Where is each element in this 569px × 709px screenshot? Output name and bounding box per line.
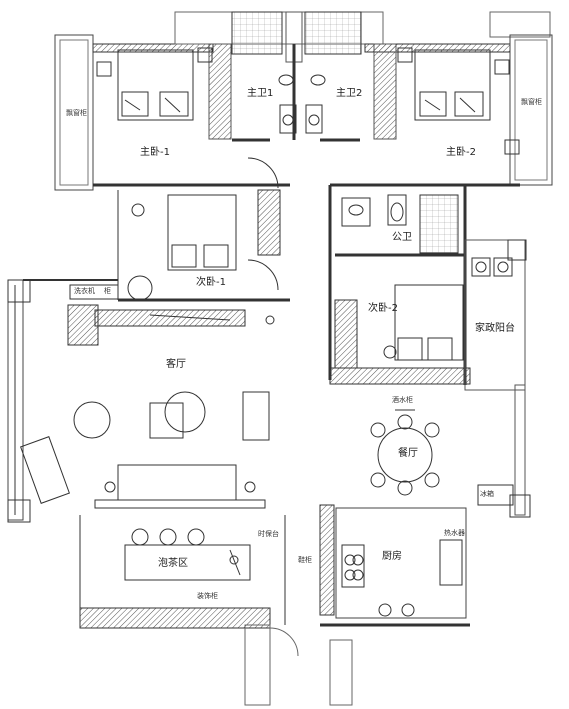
label-shoe-cabinet: 鞋柜 [298, 556, 312, 564]
label-wine-cabinet: 酒水柜 [392, 396, 413, 404]
label-household-balcony: 家政阳台 [475, 323, 515, 334]
living-furniture [20, 391, 270, 509]
second-bedroom-1-block [117, 157, 290, 302]
label-master-bath-1: 主卫1 [247, 88, 274, 99]
label-bay-window-right: 飘窗柜 [521, 98, 542, 106]
living-walls [7, 279, 531, 523]
label-second-bedroom-2: 次卧-2 [368, 303, 398, 314]
label-master-bath-2: 主卫2 [336, 88, 363, 99]
bed-master-2 [397, 47, 520, 155]
label-cabinet-small: 柜 [104, 287, 111, 295]
label-fridge: 冰箱 [480, 490, 494, 498]
label-washer: 洗衣机 [74, 287, 95, 295]
lower-area [79, 504, 470, 706]
label-kitchen: 厨房 [382, 551, 402, 562]
label-decor-cabinet: 装饰柜 [197, 592, 218, 600]
label-water-heater: 热水器 [444, 529, 465, 537]
label-tea-area: 泡茶区 [158, 558, 188, 569]
dining-table [370, 409, 514, 506]
public-bath-block [328, 185, 465, 380]
label-bay-window-left: 飘窗柜 [66, 109, 87, 117]
label-master-bedroom-1: 主卧-1 [140, 147, 170, 158]
master-bath-block [208, 11, 397, 142]
balcony-block [464, 239, 527, 391]
outer-walls [54, 11, 553, 191]
label-master-bedroom-2: 主卧-2 [446, 147, 476, 158]
label-display-table: 时保台 [258, 530, 279, 538]
label-second-bedroom-1: 次卧-1 [196, 277, 226, 288]
bed-master-1 [96, 47, 213, 121]
label-dining-room: 餐厅 [398, 448, 418, 459]
label-public-bath: 公卫 [392, 232, 412, 243]
label-living-room: 客厅 [166, 359, 186, 370]
